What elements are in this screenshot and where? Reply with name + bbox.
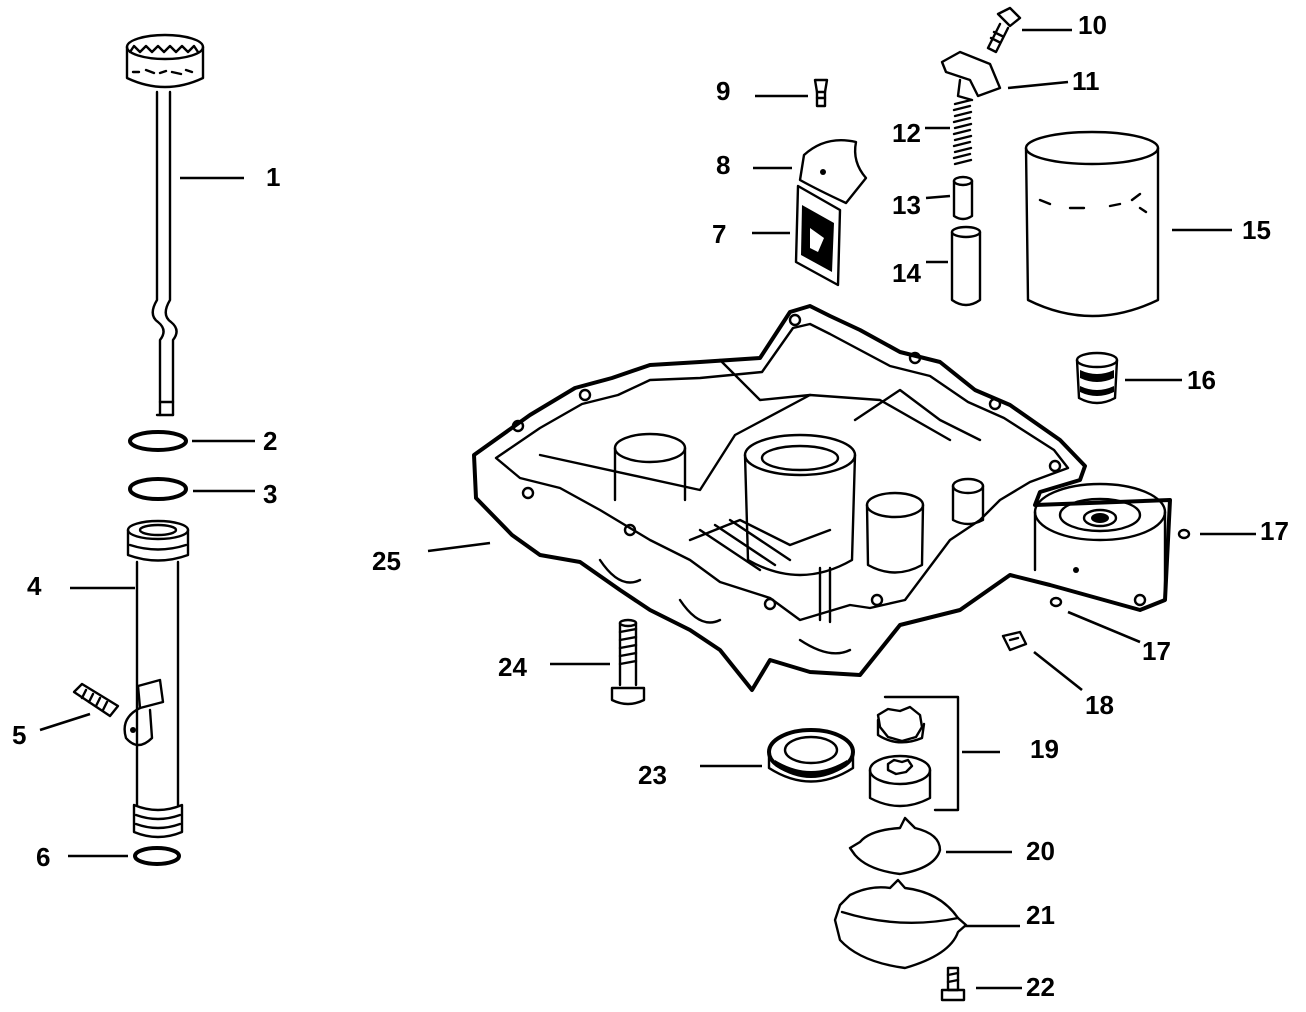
block-part [1001, 630, 1028, 652]
callout-15: 15 [1242, 215, 1271, 245]
callout-19: 19 [1030, 734, 1059, 764]
callout-10: 10 [1078, 10, 1107, 40]
fill-tube-part [126, 519, 190, 839]
o-ring-part [133, 846, 181, 866]
callout-21: 21 [1026, 900, 1055, 930]
leader-lines [39, 28, 1256, 990]
callout-18: 18 [1085, 690, 1114, 720]
pump-rotor-part [868, 695, 960, 812]
callout-17a: 17 [1260, 516, 1289, 546]
callout-3: 3 [263, 479, 277, 509]
o-ring-part [128, 430, 188, 452]
o-ring-part [128, 477, 188, 501]
bracket-part [940, 50, 1002, 102]
callout-9: 9 [716, 76, 730, 106]
plunger-part [952, 175, 974, 221]
callout-25: 25 [372, 546, 401, 576]
fitting-part [1075, 351, 1119, 405]
sleeve-part [950, 225, 982, 307]
callout-16: 16 [1187, 365, 1216, 395]
callout-6: 6 [36, 842, 50, 872]
bolt-part [986, 6, 1022, 54]
callout-11: 11 [1072, 66, 1100, 96]
plug-part [1049, 596, 1063, 608]
callout-5: 5 [12, 720, 26, 750]
callout-4: 4 [27, 571, 42, 601]
screw-part [940, 966, 966, 1002]
spring-part [952, 98, 973, 166]
callout-24: 24 [498, 652, 527, 682]
callout-17b: 17 [1142, 636, 1171, 666]
callout-8: 8 [716, 150, 730, 180]
dipstick-part [125, 33, 205, 417]
pump-cover-part [833, 878, 968, 970]
clamp-part [123, 678, 165, 747]
callout-7: 7 [712, 219, 726, 249]
decal-part [794, 184, 842, 287]
callout-labels: 1 2 3 4 5 6 7 8 9 10 11 12 13 14 15 16 1… [12, 10, 1289, 1002]
plug-part [1177, 528, 1191, 540]
baffle-part [798, 138, 868, 205]
callout-12: 12 [892, 118, 921, 148]
callout-13: 13 [892, 190, 921, 220]
gasket-part [848, 816, 942, 876]
callout-20: 20 [1026, 836, 1055, 866]
callout-23: 23 [638, 760, 667, 790]
long-bolt-part [610, 618, 646, 706]
screw-part [72, 682, 120, 718]
callout-1: 1 [266, 162, 280, 192]
small-screw-part [813, 78, 829, 108]
oil-seal-part [767, 728, 855, 783]
callout-14: 14 [892, 258, 921, 288]
oil-pan-part [472, 304, 1172, 692]
callout-2: 2 [263, 426, 277, 456]
callout-22: 22 [1026, 972, 1055, 1002]
oil-filter-part [1024, 130, 1160, 318]
